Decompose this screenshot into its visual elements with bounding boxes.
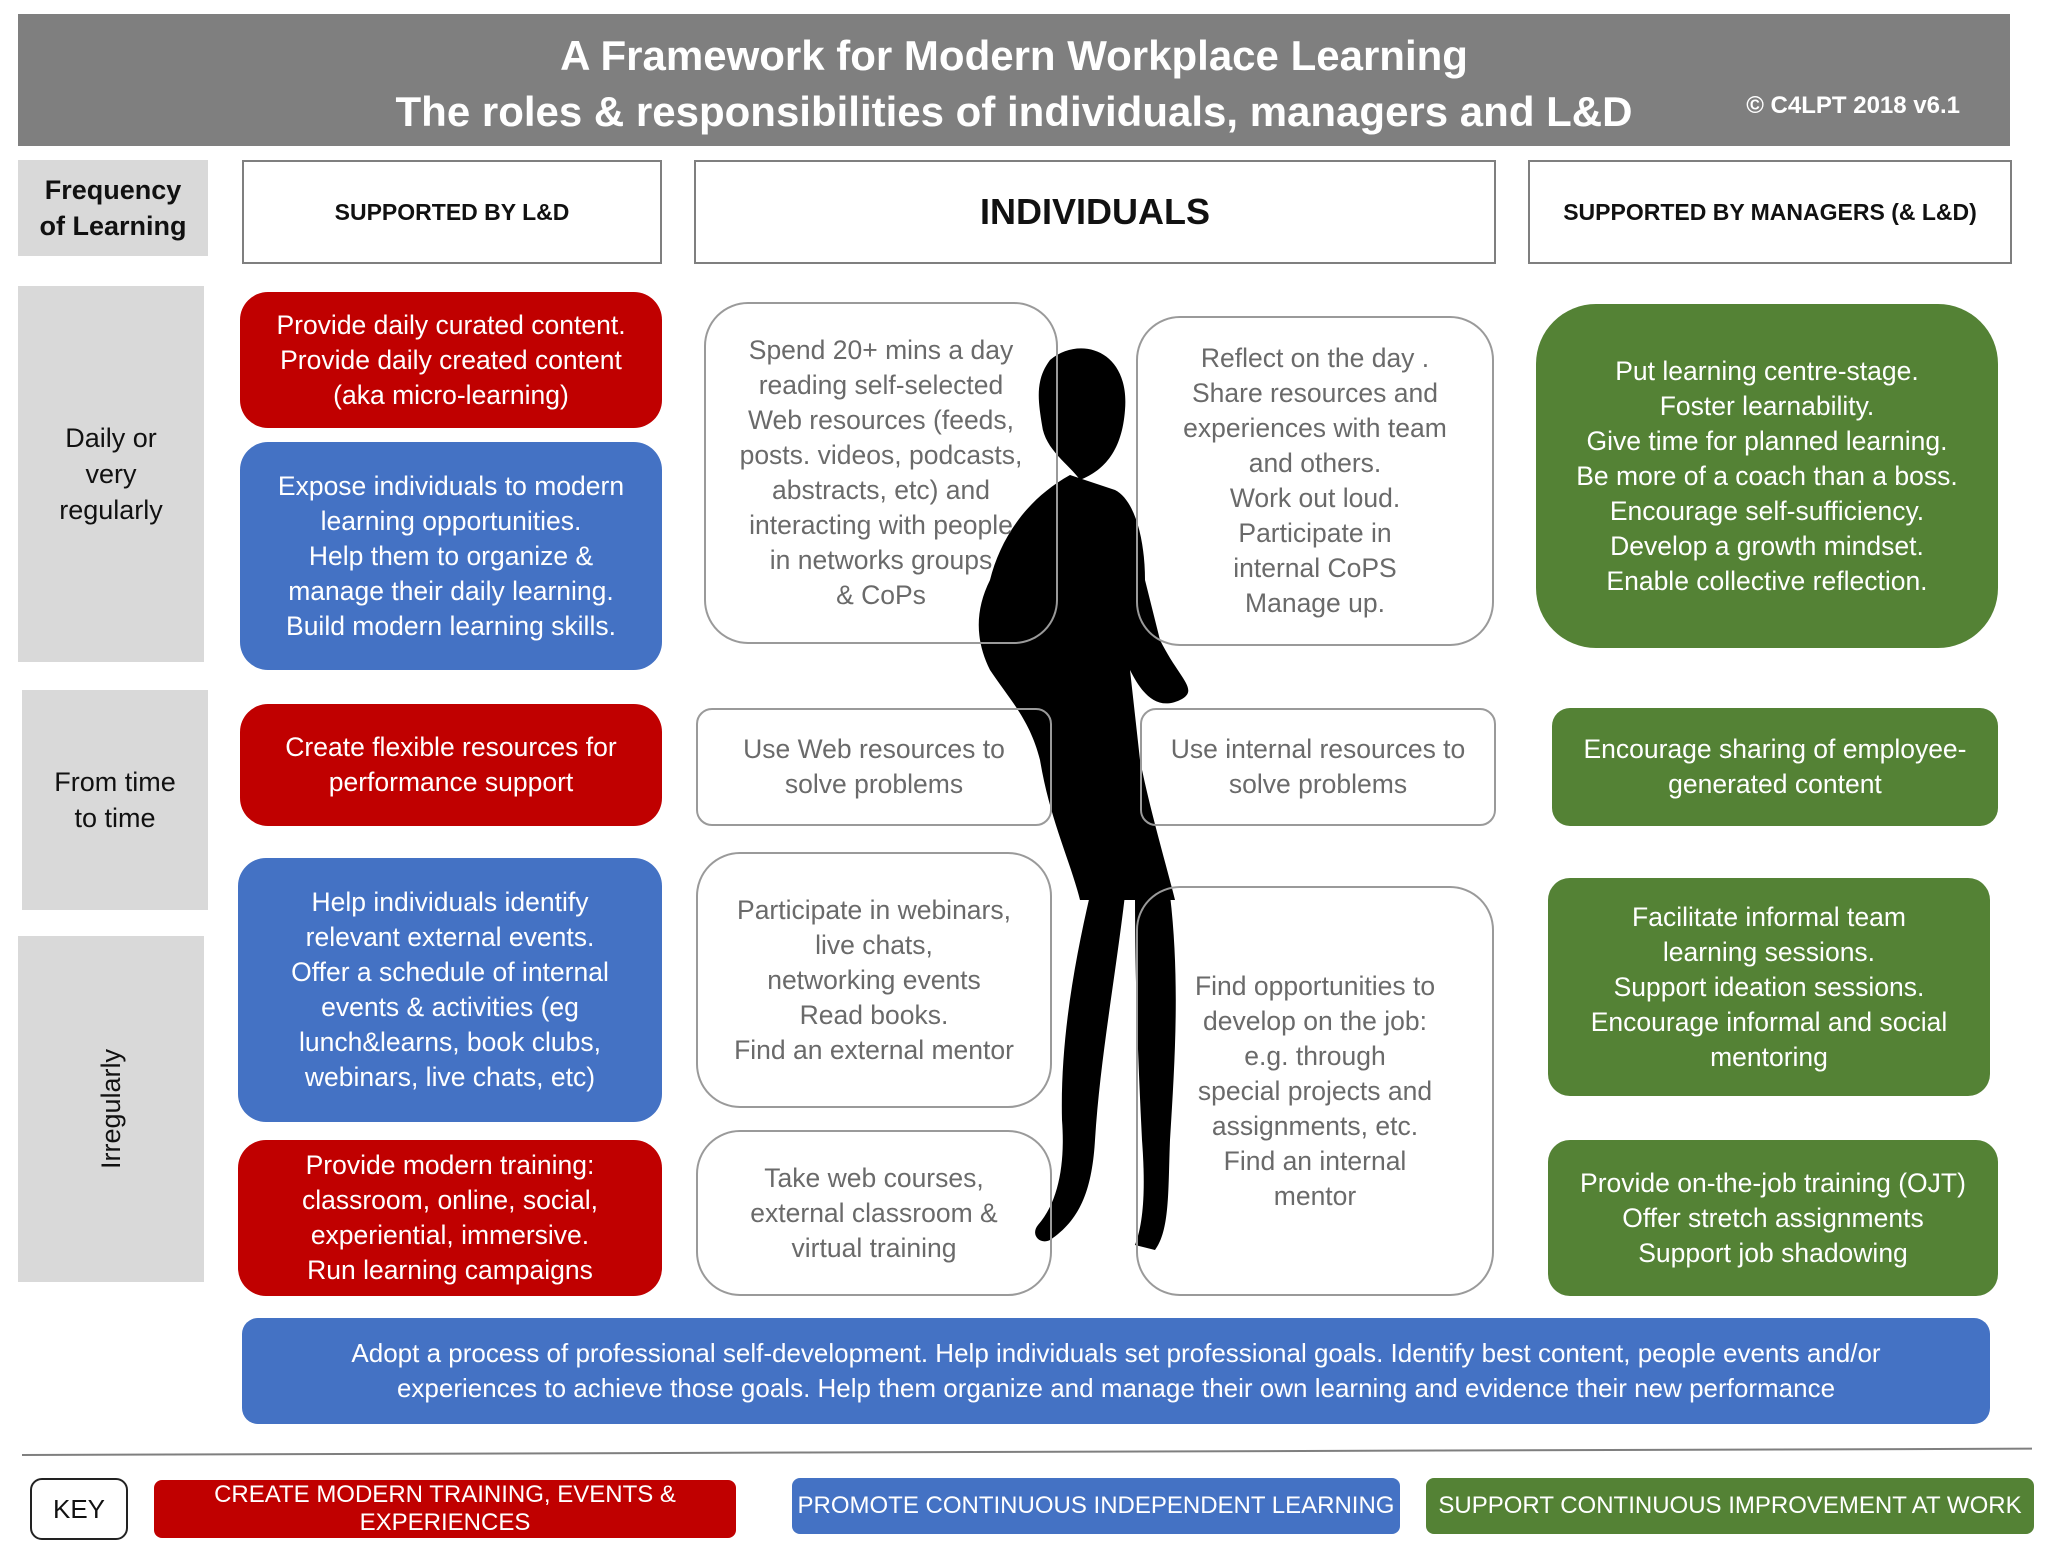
ld-box-identify-events: Help individuals identify relevant exter… — [238, 858, 662, 1122]
individual-box-web-courses: Take web courses, external classroom & v… — [696, 1130, 1052, 1296]
frequency-sometimes: From time to time — [22, 690, 208, 910]
individual-box-daily-reading: Spend 20+ mins a day reading self-select… — [704, 302, 1058, 644]
frequency-daily: Daily or very regularly — [18, 286, 204, 662]
manager-box-sharing-content: Encourage sharing of employee- generated… — [1552, 708, 1998, 826]
key-label: KEY — [30, 1478, 128, 1540]
individual-box-webinars: Participate in webinars, live chats, net… — [696, 852, 1052, 1108]
key-blue-promote-learning: PROMOTE CONTINUOUS INDEPENDENT LEARNING — [792, 1478, 1400, 1534]
manager-box-ojt: Provide on-the-job training (OJT) Offer … — [1548, 1140, 1998, 1296]
column-header-managers: SUPPORTED BY MANAGERS (& L&D) — [1528, 160, 2012, 264]
frequency-heading: Frequency of Learning — [18, 160, 208, 256]
bottom-box-self-development: Adopt a process of professional self-dev… — [242, 1318, 1990, 1424]
page-title: A Framework for Modern Workplace Learnin… — [560, 32, 1468, 79]
column-header-ld: SUPPORTED BY L&D — [242, 160, 662, 264]
page-subtitle: The roles & responsibilities of individu… — [395, 88, 1633, 135]
woman-silhouette-figure — [978, 348, 1189, 1250]
ld-box-daily-content: Provide daily curated content. Provide d… — [240, 292, 662, 428]
individual-box-web-resources: Use Web resources to solve problems — [696, 708, 1052, 826]
copyright-text: © C4LPT 2018 v6.1 — [1746, 92, 1960, 119]
header-banner: A Framework for Modern Workplace Learnin… — [18, 14, 2010, 146]
frequency-irregular-label: Irregularly — [96, 1048, 126, 1170]
frequency-irregular: Irregularly — [18, 936, 204, 1282]
individual-box-internal-resources: Use internal resources to solve problems — [1140, 708, 1496, 826]
ld-box-modern-training: Provide modern training: classroom, onli… — [238, 1140, 662, 1296]
key-green-support-improvement: SUPPORT CONTINUOUS IMPROVEMENT AT WORK — [1426, 1478, 2034, 1534]
ld-box-expose-individuals: Expose individuals to modern learning op… — [240, 442, 662, 670]
key-red-create-training: CREATE MODERN TRAINING, EVENTS & EXPERIE… — [154, 1480, 736, 1538]
ld-box-flexible-resources: Create flexible resources for performanc… — [240, 704, 662, 826]
individual-box-job-opportunities: Find opportunities to develop on the job… — [1136, 886, 1494, 1296]
column-header-individuals: INDIVIDUALS — [694, 160, 1496, 264]
divider-line — [21, 1447, 2032, 1456]
manager-box-learning-centre-stage: Put learning centre-stage. Foster learna… — [1536, 304, 1998, 648]
individual-box-reflect: Reflect on the day . Share resources and… — [1136, 316, 1494, 646]
manager-box-informal-sessions: Facilitate informal team learning sessio… — [1548, 878, 1990, 1096]
